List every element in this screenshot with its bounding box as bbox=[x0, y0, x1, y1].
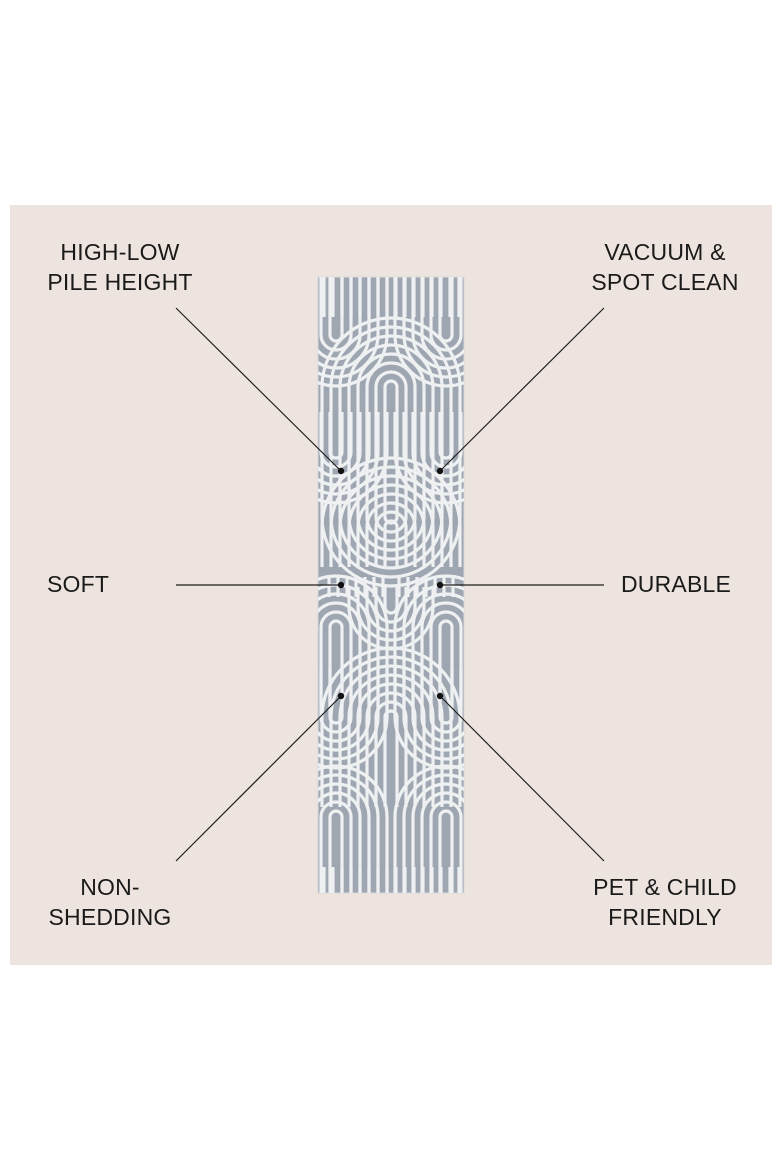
feature-non-shedding: NON- SHEDDING bbox=[10, 872, 210, 932]
feature-soft: SOFT bbox=[47, 569, 109, 599]
feature-label-line: HIGH-LOW bbox=[60, 239, 180, 265]
feature-label-line: SOFT bbox=[47, 571, 110, 597]
leader-soft-dot bbox=[337, 581, 345, 589]
feature-durable: DURABLE bbox=[621, 569, 731, 599]
leader-vacuum-dot bbox=[436, 467, 444, 475]
leader-high-low-dot bbox=[337, 467, 345, 475]
leader-lines bbox=[175, 307, 605, 862]
leader-vacuum bbox=[439, 307, 605, 472]
feature-label-line: FRIENDLY bbox=[608, 904, 722, 930]
leader-high-low bbox=[175, 307, 342, 472]
feature-label-line: PET & CHILD bbox=[593, 874, 737, 900]
feature-high-low-pile-height: HIGH-LOW PILE HEIGHT bbox=[10, 237, 230, 297]
feature-vacuum-spot-clean: VACUUM & SPOT CLEAN bbox=[570, 237, 760, 297]
feature-pet-child-friendly: PET & CHILD FRIENDLY bbox=[570, 872, 760, 932]
feature-label-line: SHEDDING bbox=[48, 904, 172, 930]
leader-non-shedding bbox=[175, 695, 342, 862]
leader-durable-dot bbox=[436, 581, 444, 589]
feature-label-line: NON- bbox=[80, 874, 140, 900]
leader-pet-child-dot bbox=[436, 692, 444, 700]
feature-label-line: PILE HEIGHT bbox=[47, 269, 193, 295]
leader-non-shedding-dot bbox=[337, 692, 345, 700]
feature-panel: HIGH-LOW PILE HEIGHT VACUUM & SPOT CLEAN… bbox=[10, 205, 772, 965]
leader-pet-child bbox=[439, 695, 605, 862]
feature-label-line: VACUUM & bbox=[604, 239, 726, 265]
feature-label-line: DURABLE bbox=[621, 571, 732, 597]
panel-graphic bbox=[10, 205, 772, 965]
feature-label-line: SPOT CLEAN bbox=[591, 269, 739, 295]
